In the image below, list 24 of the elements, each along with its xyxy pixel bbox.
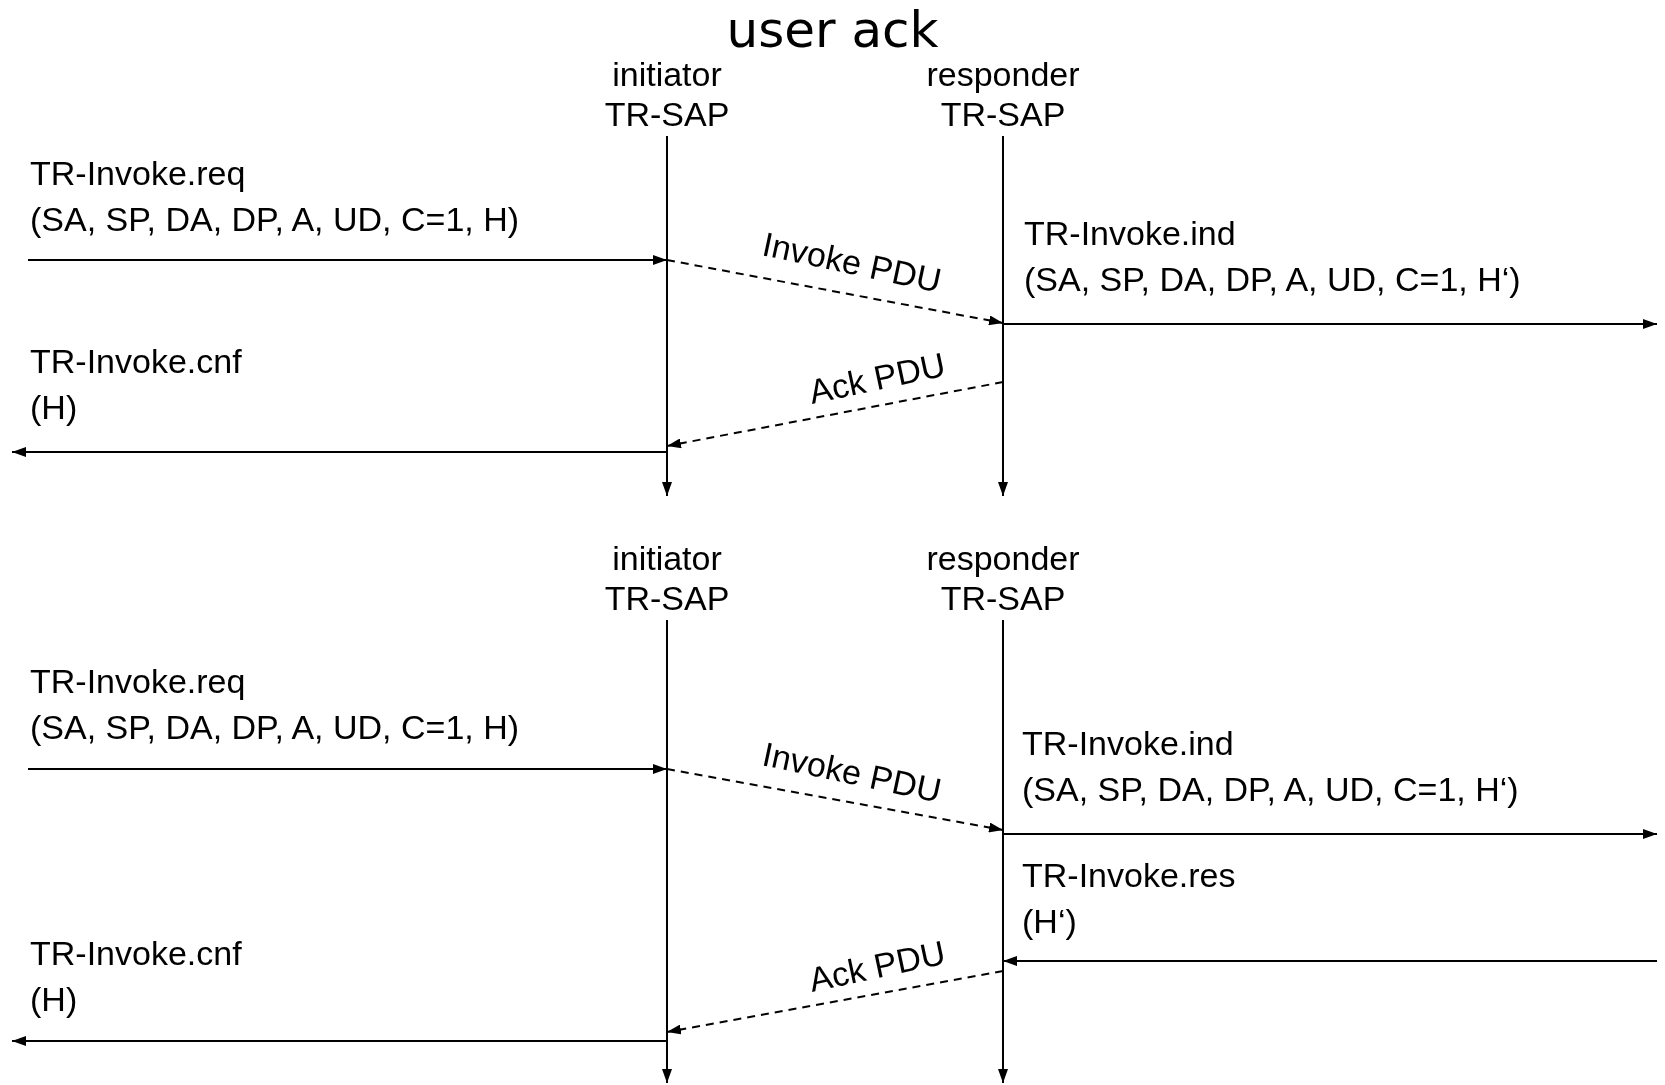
lifeline-label: initiator TR-SAP xyxy=(603,538,731,618)
edge-label: TR-Invoke.req (SA, SP, DA, DP, A, UD, C=1, H) xyxy=(30,153,520,240)
message-arrow xyxy=(11,1036,668,1046)
edge-label: Ack PDU xyxy=(805,344,949,412)
message-arrow xyxy=(666,970,1004,1035)
message-arrow xyxy=(1002,829,1658,839)
lifeline-label: responder TR-SAP xyxy=(925,538,1081,618)
message-arrow xyxy=(1002,319,1658,329)
edge-label: Invoke PDU xyxy=(759,733,945,811)
message-arrow xyxy=(27,255,668,265)
message-arrow xyxy=(1002,956,1658,966)
edge-label: Invoke PDU xyxy=(759,223,945,301)
edge-label: TR-Invoke.cnf (H) xyxy=(30,341,242,428)
message-arrow xyxy=(11,447,668,457)
message-arrow xyxy=(27,764,668,774)
edge-label: TR-Invoke.req (SA, SP, DA, DP, A, UD, C=1, H) xyxy=(30,661,520,748)
edge-label: TR-Invoke.ind (SA, SP, DA, DP, A, UD, C=1, H‘) xyxy=(1022,723,1519,810)
edge-label: TR-Invoke.ind (SA, SP, DA, DP, A, UD, C=1, H‘) xyxy=(1024,213,1521,300)
message-arrow xyxy=(666,768,1004,833)
message-arrow xyxy=(666,381,1004,449)
edge-label: Ack PDU xyxy=(805,932,949,1000)
edge-label: TR-Invoke.cnf (H) xyxy=(30,933,242,1020)
edge-label: TR-Invoke.res (H‘) xyxy=(1022,855,1236,942)
message-arrow xyxy=(666,259,1004,326)
